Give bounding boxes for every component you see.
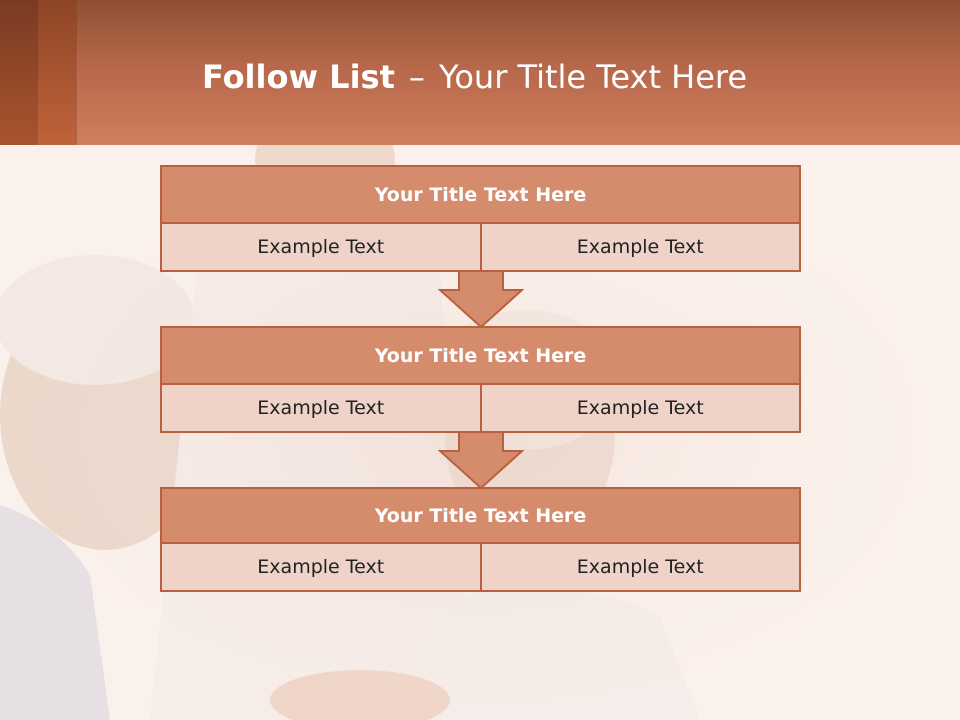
- slide-title-dash: –: [408, 58, 425, 96]
- down-arrow-icon: [438, 431, 524, 489]
- step-1-title: Your Title Text Here: [162, 167, 799, 224]
- step-3-left-text: Example Text: [257, 556, 385, 578]
- step-3-right-text: Example Text: [479, 544, 800, 590]
- header-band: Follow List– Your Title Text Here: [0, 0, 960, 145]
- step-3-row: Example Text Example Text: [162, 544, 799, 590]
- header-divider: [75, 0, 77, 145]
- header-stripe-left: [0, 0, 38, 145]
- step-1-left-text: Example Text: [257, 236, 385, 258]
- step-3-title: Your Title Text Here: [162, 489, 799, 544]
- flow-step-3: Your Title Text Here Example Text Exampl…: [160, 487, 801, 592]
- step-1-row: Example Text Example Text: [162, 224, 799, 270]
- slide-title-rest: Your Title Text Here: [439, 58, 748, 96]
- down-arrow-icon: [438, 270, 524, 328]
- step-2-left-text: Example Text: [257, 397, 385, 419]
- header-stripe-inner: [38, 0, 75, 145]
- flow-step-2: Your Title Text Here Example Text Exampl…: [160, 326, 801, 433]
- step-2-title: Your Title Text Here: [162, 328, 799, 385]
- slide-title: Follow List– Your Title Text Here: [202, 55, 747, 99]
- flow-step-1: Your Title Text Here Example Text Exampl…: [160, 165, 801, 272]
- step-1-right-text: Example Text: [479, 224, 800, 270]
- step-2-right-text: Example Text: [479, 385, 800, 431]
- step-2-row: Example Text Example Text: [162, 385, 799, 431]
- slide-title-bold: Follow List: [202, 58, 395, 96]
